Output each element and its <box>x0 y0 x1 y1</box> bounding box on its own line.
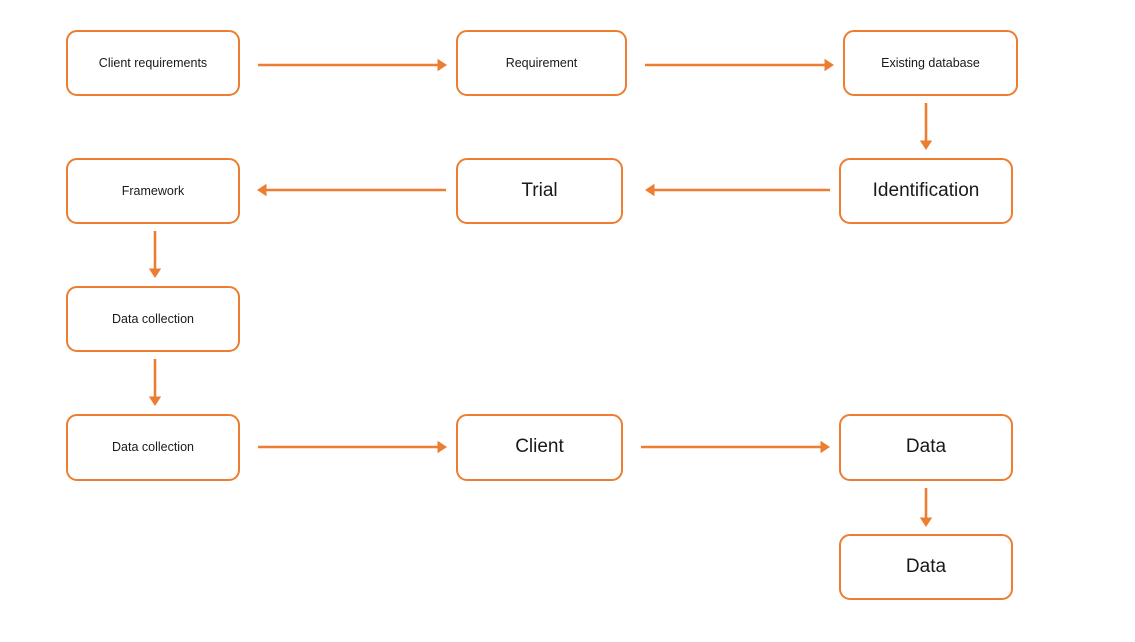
arrowhead-icon <box>919 140 933 150</box>
node-client[interactable]: Client <box>456 414 623 481</box>
arrowhead-icon <box>437 440 447 454</box>
node-label: Existing database <box>881 55 980 70</box>
node-label: Framework <box>121 183 185 198</box>
node-label: Client <box>515 436 564 458</box>
node-label: Data <box>905 555 947 577</box>
arrowhead-icon <box>257 183 267 197</box>
connector-arrow <box>247 180 456 200</box>
arrowhead-icon <box>824 58 834 72</box>
node-data-1[interactable]: Data <box>839 414 1013 481</box>
arrowhead-icon <box>148 396 162 406</box>
connector-arrow <box>635 55 844 75</box>
node-label: Trial <box>521 179 558 201</box>
connector-arrow <box>248 55 457 75</box>
connector-arrow <box>631 437 840 457</box>
connector-arrow <box>145 349 165 416</box>
connector-arrow <box>916 93 936 160</box>
arrowhead-icon <box>148 268 162 278</box>
node-label: Data collection <box>112 440 194 454</box>
node-label: Client requirements <box>98 55 208 70</box>
connector-arrow <box>248 437 457 457</box>
arrowhead-icon <box>437 58 447 72</box>
node-label: Data <box>905 436 947 458</box>
arrowhead-icon <box>645 183 655 197</box>
node-client-requirements[interactable]: Client requirements <box>66 30 240 96</box>
connector-arrow <box>145 221 165 288</box>
node-existing-database[interactable]: Existing database <box>843 30 1018 96</box>
arrowhead-icon <box>820 440 830 454</box>
node-framework[interactable]: Framework <box>66 158 240 224</box>
node-data-collection-2[interactable]: Data collection <box>66 414 240 481</box>
arrowhead-icon <box>919 517 933 527</box>
node-label: Requirement <box>505 55 578 70</box>
node-trial[interactable]: Trial <box>456 158 623 224</box>
connector-arrow <box>635 180 840 200</box>
node-label: Data collection <box>112 311 194 326</box>
node-data-collection-1[interactable]: Data collection <box>66 286 240 352</box>
connector-arrow <box>916 478 936 537</box>
node-label: Identification <box>872 179 980 201</box>
node-data-2[interactable]: Data <box>839 534 1013 600</box>
node-requirement[interactable]: Requirement <box>456 30 627 96</box>
node-identification[interactable]: Identification <box>839 158 1013 224</box>
